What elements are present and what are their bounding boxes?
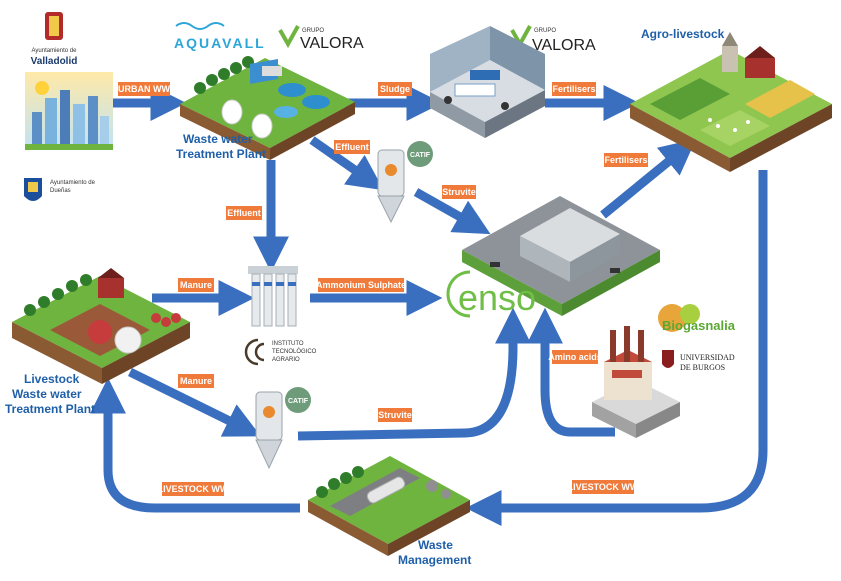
arrow-fertilisers-2	[600, 138, 697, 219]
ubu-logo: UNIVERSIDAD DE BURGOS	[662, 350, 735, 372]
enso-text: enso	[458, 277, 536, 318]
tag-struvite-2-text: Struvite	[378, 410, 412, 420]
valora-small-2: GRUPO	[534, 28, 556, 34]
waste-management-illustration	[308, 456, 470, 556]
waste-label-2: Management	[398, 553, 471, 567]
duenas-line2: Dueñas	[50, 188, 71, 194]
livestock-label-3: Treatment Plant	[5, 402, 95, 416]
filter-unit	[248, 266, 298, 327]
arrow-struvite-enso	[413, 188, 491, 235]
itacyl-logo: INSTITUTO TECNOLÓGICO AGRARIO	[244, 338, 317, 366]
tag-amino-text: Amino acids	[548, 352, 602, 362]
tag-effluent-2: Effluent	[226, 206, 262, 220]
valora-small-1: GRUPO	[302, 28, 324, 34]
tag-effluent-1-text: Effluent	[335, 142, 369, 152]
tag-struvite-1-text: Struvite	[442, 187, 476, 197]
wwtp-label-1: Waste water	[183, 132, 253, 146]
tag-fertilisers-1-text: Fertilisers	[552, 84, 595, 94]
tag-livestock-ww-1-text: LIVESTOCK WW	[568, 482, 639, 492]
ubu-line1: UNIVERSIDAD	[680, 353, 735, 362]
tag-effluent-1: Effluent	[334, 140, 370, 154]
arrow-struvite-2	[297, 307, 531, 441]
itacyl-line2: TECNOLÓGICO	[272, 348, 317, 355]
flow-tags: URBAN WW Sludge Fertilisers Effluent Fer…	[118, 82, 648, 496]
tag-amino: Amino acids	[548, 350, 602, 364]
tag-manure-1: Manure	[178, 278, 214, 292]
tag-manure-2: Manure	[178, 374, 214, 388]
valladolid-line2: Valladolid	[31, 56, 78, 67]
catif-tank-2: CATIF	[255, 387, 311, 470]
valladolid-line1: Ayuntamiento de	[32, 48, 78, 54]
wwtp-label-2: Treatment Plant	[176, 147, 266, 161]
tag-struvite-1: Struvite	[442, 185, 476, 199]
tag-sludge-text: Sludge	[380, 84, 410, 94]
valora-text-2: VALORA	[532, 37, 596, 54]
waste-label-1: Waste	[418, 538, 453, 552]
itacyl-line3: AGRARIO	[272, 357, 300, 363]
itacyl-line1: INSTITUTO	[272, 341, 304, 347]
valladolid-logo: Ayuntamiento de Valladolid	[31, 12, 78, 67]
city-illustration	[25, 72, 113, 150]
tag-livestock-ww-1: LIVESTOCK WW	[568, 480, 639, 494]
tag-struvite-2: Struvite	[378, 408, 412, 422]
tag-ammonium: Ammonium Sulphate	[316, 278, 406, 292]
arrow-livestock-ww-right	[465, 170, 768, 526]
ubu-line2: DE BURGOS	[680, 363, 725, 372]
tag-manure-1-text: Manure	[180, 280, 212, 290]
biogas-text: Biogasnalia	[662, 318, 736, 333]
tag-ammonium-text: Ammonium Sulphate	[316, 280, 406, 290]
tag-livestock-ww-2-text: LIVESTOCK WW	[158, 484, 229, 494]
factory-illustration	[462, 196, 660, 316]
tag-livestock-ww-2: LIVESTOCK WW	[158, 482, 229, 496]
tag-manure-2-text: Manure	[180, 376, 212, 386]
catif-text-2: CATIF	[288, 398, 309, 405]
enso-logo: enso	[446, 270, 536, 318]
valora-text-1: VALORA	[300, 35, 364, 52]
valora-logo-1: GRUPO VALORA	[278, 25, 364, 52]
arrow-effluent-catif	[309, 136, 384, 191]
tag-fertilisers-2: Fertilisers	[604, 153, 648, 167]
biogasnalia-logo: Biogasnalia	[658, 304, 736, 333]
wwtp-aquavall-logo: AQUAVALL	[174, 22, 266, 51]
tag-urban-ww: URBAN WW	[118, 82, 170, 96]
tag-urban-ww-text: URBAN WW	[118, 84, 170, 94]
tag-fertilisers-1: Fertilisers	[552, 82, 596, 96]
aquavall-text: AQUAVALL	[174, 35, 266, 51]
tag-fertilisers-2-text: Fertilisers	[604, 155, 647, 165]
arrow-livestock-ww-left	[90, 377, 300, 513]
tag-effluent-2-text: Effluent	[227, 208, 261, 218]
tag-sludge: Sludge	[378, 82, 412, 96]
arrow-manure-catif	[128, 367, 261, 437]
flow-arrows	[90, 85, 768, 526]
duenas-line1: Ayuntamiento de	[50, 180, 96, 186]
duenas-logo: Ayuntamiento de Dueñas	[24, 178, 96, 201]
arrow-amino	[527, 307, 615, 437]
livestock-wwtp-illustration	[12, 268, 190, 384]
catif-text-1: CATIF	[410, 152, 431, 159]
biogas-plant-illustration	[592, 326, 680, 438]
livestock-label-2: Waste water	[12, 387, 82, 401]
catif-tank-1: CATIF	[377, 141, 433, 224]
agro-label: Agro-livestock	[641, 27, 725, 41]
laboratory-illustration	[430, 26, 545, 138]
livestock-label-1: Livestock	[24, 372, 80, 386]
wwtp-illustration	[180, 56, 355, 160]
agro-livestock-illustration	[630, 32, 832, 172]
